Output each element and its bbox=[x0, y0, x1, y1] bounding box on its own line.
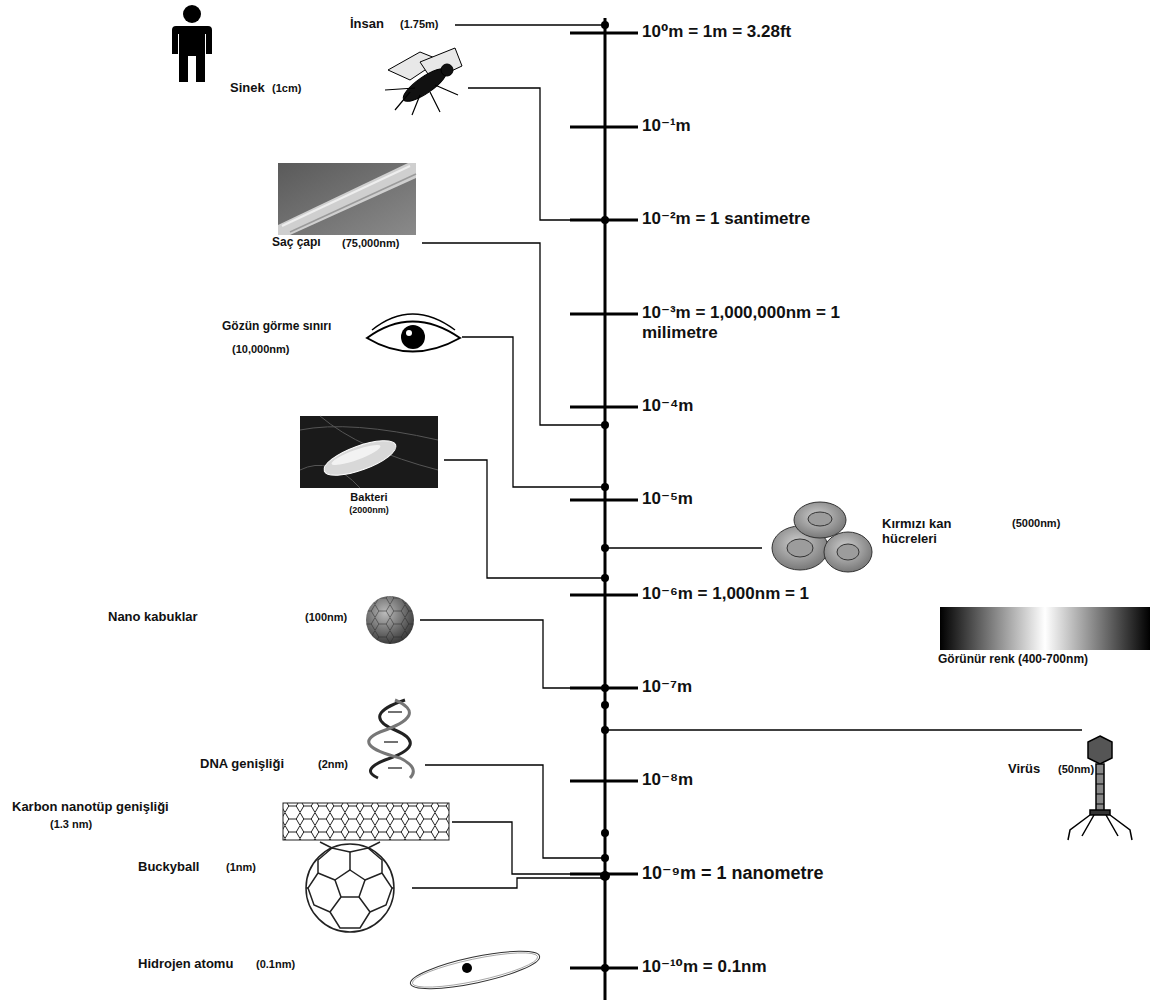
scale-label: 10⁰m = 1m = 3.28ft bbox=[642, 22, 791, 42]
scale-label: (50nm) bbox=[1058, 763, 1094, 776]
fly-illustration bbox=[385, 48, 462, 115]
scale-label: Buckyball bbox=[138, 860, 199, 875]
scale-label: Saç çapı bbox=[272, 236, 321, 250]
scale-label: 10⁻⁴m bbox=[642, 396, 693, 416]
carbon-nanotube bbox=[283, 803, 449, 840]
scale-label: Karbon nanotüp genişliği bbox=[12, 800, 169, 815]
visible-spectrum-bar bbox=[940, 607, 1150, 650]
scale-label: (100nm) bbox=[305, 611, 347, 624]
scale-label: (1cm) bbox=[272, 82, 301, 95]
scale-ticks bbox=[570, 33, 638, 968]
hydrogen-atom bbox=[408, 944, 543, 997]
scale-label: 10⁻⁷m bbox=[642, 677, 692, 697]
scale-label: (5000nm) bbox=[1012, 517, 1060, 530]
axis-dots bbox=[600, 21, 610, 972]
scale-label: 10⁻¹m bbox=[642, 116, 691, 136]
bacteria-image bbox=[300, 416, 438, 488]
scale-label: 10⁻⁵m bbox=[642, 489, 693, 509]
scale-label: 10⁻⁹m = 1 nanometre bbox=[642, 863, 824, 884]
hair-image bbox=[278, 163, 416, 235]
scale-label: Nano kabuklar bbox=[108, 610, 198, 625]
scale-label: Hidrojen atomu bbox=[138, 957, 233, 972]
scale-label: (1.75m) bbox=[400, 18, 439, 31]
person-icon bbox=[172, 5, 212, 82]
buckyball bbox=[306, 842, 394, 932]
scale-axis bbox=[604, 18, 607, 1000]
scale-label: (1nm) bbox=[226, 861, 256, 874]
scale-label: (75,000nm) bbox=[342, 237, 399, 250]
scale-label: 10⁻³m = 1,000,000nm = 1 milimetre bbox=[642, 303, 857, 342]
scale-label: Virüs bbox=[1008, 762, 1040, 777]
scale-label: Bakteri bbox=[350, 491, 387, 504]
leader-lines bbox=[412, 25, 1082, 888]
dna-helix bbox=[369, 700, 414, 778]
eye-illustration bbox=[367, 314, 460, 352]
scale-label: Sinek bbox=[230, 81, 265, 96]
red-blood-cells bbox=[772, 502, 872, 572]
scale-label: Görünür renk (400-700nm) bbox=[938, 653, 1088, 667]
scale-label: (1.3 nm) bbox=[50, 818, 92, 831]
scale-label: DNA genişliği bbox=[200, 757, 284, 772]
scale-label: (2nm) bbox=[318, 758, 348, 771]
scale-label: (2000nm) bbox=[349, 505, 389, 515]
scale-label: 10⁻²m = 1 santimetre bbox=[642, 209, 810, 229]
scale-label: Kırmızı kan hücreleri bbox=[882, 517, 978, 547]
scale-label: 10⁻¹⁰m = 0.1nm bbox=[642, 957, 767, 977]
scale-label: (10,000nm) bbox=[232, 343, 289, 356]
virus-illustration bbox=[1068, 736, 1132, 840]
scale-label: İnsan bbox=[350, 17, 384, 32]
scale-label: 10⁻⁶m = 1,000nm = 1 bbox=[642, 584, 809, 604]
scale-label: (0.1nm) bbox=[256, 958, 295, 971]
nanoshell-sphere bbox=[366, 596, 414, 644]
scale-label: 10⁻⁸m bbox=[642, 770, 693, 790]
scale-label: Gözün görme sınırı bbox=[222, 320, 331, 334]
